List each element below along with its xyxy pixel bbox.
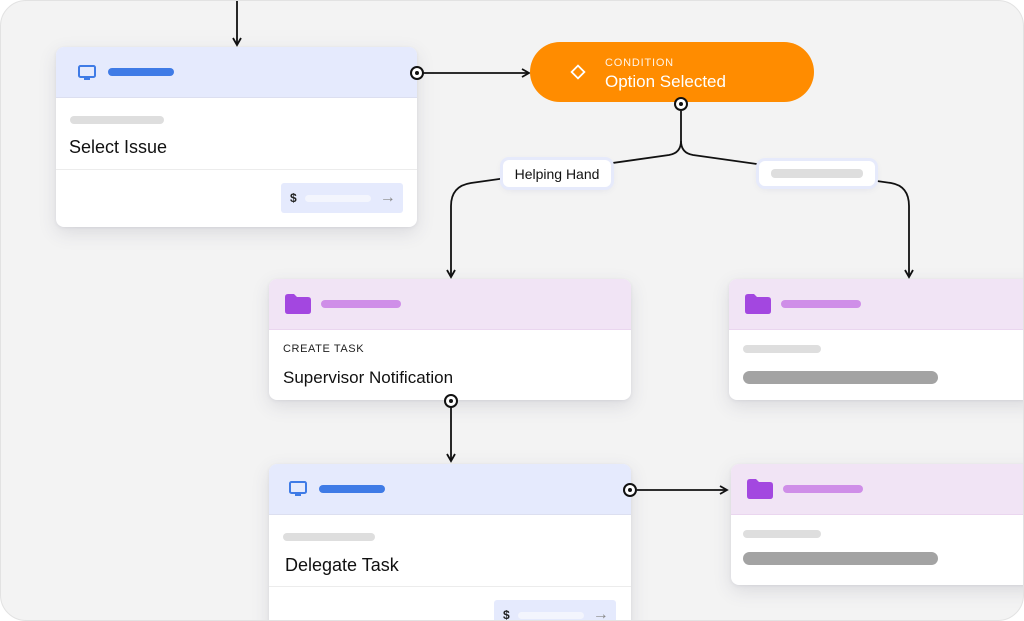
diamond-icon	[570, 64, 586, 80]
cost-placeholder	[517, 611, 584, 619]
output-port[interactable]	[444, 394, 458, 408]
placeholder-line	[743, 345, 821, 353]
branch-task-card[interactable]	[729, 279, 1023, 400]
select-issue-card[interactable]: Select Issue $ →	[56, 47, 417, 227]
monitor-icon	[289, 481, 307, 496]
card-header	[269, 464, 631, 515]
branch-right-connector	[680, 140, 914, 279]
card-type-placeholder	[108, 68, 174, 76]
card-header	[731, 464, 1023, 515]
card-title: Delegate Task	[285, 555, 399, 575]
arrow-right-icon: →	[379, 189, 396, 206]
card-type-placeholder	[781, 300, 861, 308]
card-header	[269, 279, 631, 330]
card-type-placeholder	[319, 485, 385, 493]
placeholder-line	[743, 530, 821, 538]
supervisor-notification-card[interactable]: CREATE TASK Supervisor Notification	[269, 279, 631, 400]
card-title: Select Issue	[69, 137, 168, 157]
condition-output-port[interactable]	[674, 97, 688, 111]
cost-placeholder	[304, 194, 371, 202]
branch-label-helping-hand[interactable]: Helping Hand	[503, 160, 611, 187]
monitor-icon	[78, 65, 96, 80]
branch-left-connector	[446, 111, 682, 279]
card-body: Select Issue	[56, 98, 417, 170]
placeholder-line	[70, 116, 164, 124]
card-kicker: CREATE TASK	[283, 343, 365, 355]
currency-symbol: $	[503, 608, 510, 621]
next-task-card[interactable]	[731, 464, 1023, 585]
folder-icon	[745, 294, 771, 314]
folder-icon	[285, 294, 311, 314]
arrow-right-icon: →	[592, 606, 609, 621]
card-title: Supervisor Notification	[283, 368, 454, 387]
card-type-placeholder	[321, 300, 401, 308]
branch-label-text: Helping Hand	[514, 165, 600, 182]
branch-label-placeholder[interactable]	[759, 161, 875, 186]
card-body: Delegate Task	[269, 515, 631, 587]
output-port[interactable]	[410, 66, 424, 80]
card-header	[56, 47, 417, 98]
cost-action-button[interactable]: $ →	[281, 183, 403, 213]
condition-title: Option Selected	[605, 72, 726, 91]
condition-node[interactable]: CONDITION Option Selected	[530, 42, 814, 102]
currency-symbol: $	[290, 191, 297, 205]
placeholder-line	[283, 533, 375, 541]
cost-action-button[interactable]: $ →	[494, 600, 616, 621]
delegate-task-card[interactable]: Delegate Task $ →	[269, 464, 631, 621]
placeholder-title-line	[743, 371, 938, 384]
condition-kicker: CONDITION	[605, 57, 674, 69]
card-type-placeholder	[783, 485, 863, 493]
card-header	[729, 279, 1023, 330]
placeholder-line	[771, 169, 863, 178]
folder-icon	[747, 479, 773, 499]
placeholder-title-line	[743, 552, 938, 565]
output-port[interactable]	[623, 483, 637, 497]
